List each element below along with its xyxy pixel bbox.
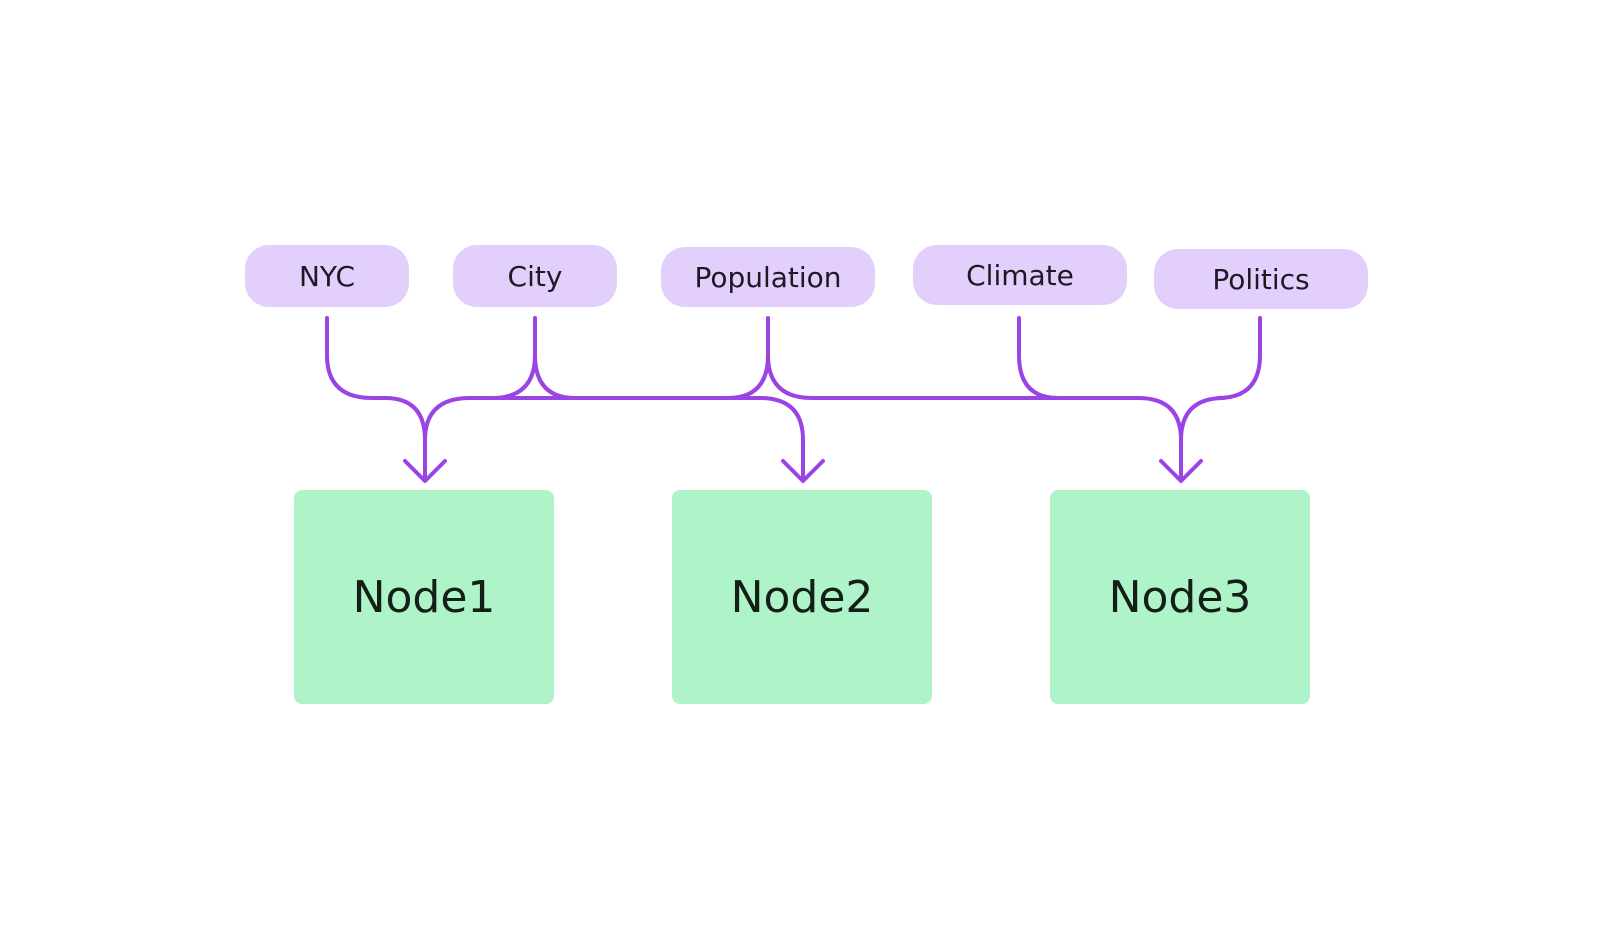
edge-population-to-node1: [468, 316, 770, 400]
tag-climate[interactable]: Climate: [913, 245, 1127, 305]
tag-population-label: Population: [694, 260, 842, 294]
edge-city-to-node2: [533, 353, 805, 480]
edge-politics-to-node3: [1179, 316, 1262, 442]
tag-nyc-label: NYC: [298, 259, 356, 293]
tag-city-label: City: [507, 259, 563, 293]
edge-nyc-to-node1: [325, 316, 427, 480]
edge-climate-to-node3: [1017, 316, 1142, 400]
node-node2-label: Node2: [730, 571, 874, 623]
node-node3-label: Node3: [1108, 571, 1252, 623]
node-node2[interactable]: Node2: [672, 490, 932, 704]
arrowhead-node2: [781, 459, 825, 483]
tag-politics-label: Politics: [1212, 262, 1310, 296]
tag-climate-label: Climate: [966, 258, 1074, 292]
node-node1[interactable]: Node1: [294, 490, 554, 704]
tag-population[interactable]: Population: [661, 247, 875, 307]
edge-population-to-node3: [766, 353, 1183, 480]
node-node3[interactable]: Node3: [1050, 490, 1310, 704]
arrowhead-node1: [403, 459, 447, 483]
node-node1-label: Node1: [352, 571, 496, 623]
edge-city-to-node1: [423, 316, 537, 442]
tag-politics[interactable]: Politics: [1154, 249, 1368, 309]
arrowhead-node3: [1159, 459, 1203, 483]
tag-nyc[interactable]: NYC: [245, 245, 409, 307]
tag-city[interactable]: City: [453, 245, 617, 307]
